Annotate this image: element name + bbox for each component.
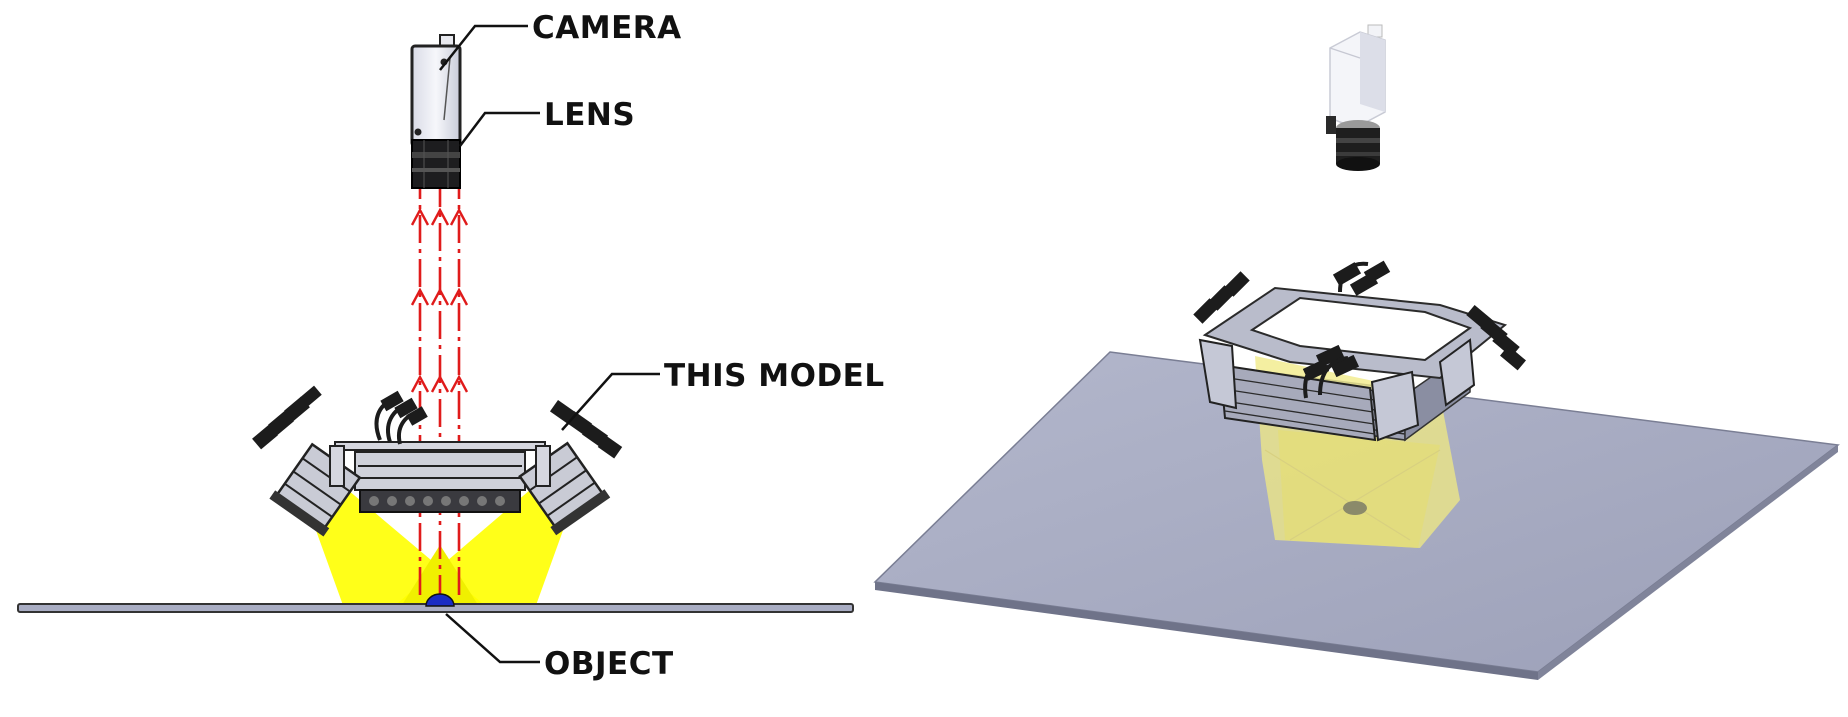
label-lens: LENS xyxy=(544,97,635,133)
fixture-top-bar xyxy=(334,441,546,451)
camera-rays xyxy=(410,188,469,603)
fixture-led-strip xyxy=(359,489,521,513)
fixture-center-housing xyxy=(354,451,526,491)
side-view: CAMERA LENS THIS MODEL OBJECT xyxy=(17,10,885,682)
callout-leaders xyxy=(439,24,660,664)
object-dome xyxy=(425,593,455,607)
leader-object xyxy=(445,613,540,664)
iso-connectors xyxy=(1193,260,1526,399)
fixture-left-connectors xyxy=(252,385,322,450)
isometric-view xyxy=(873,24,1840,680)
lens-body xyxy=(411,139,461,189)
label-object: OBJECT xyxy=(544,646,674,682)
light-fixture-side xyxy=(252,385,623,537)
iso-camera xyxy=(1326,24,1386,171)
iso-base-plate-edge xyxy=(875,582,1538,680)
leader-model xyxy=(561,372,660,431)
camera-side xyxy=(410,34,462,189)
fixture-left-bracket xyxy=(329,445,345,487)
iso-object xyxy=(1343,501,1367,515)
iso-base-plate-edge-right xyxy=(1538,445,1838,680)
iso-fixture-frame xyxy=(1198,286,1508,442)
label-camera: CAMERA xyxy=(532,10,682,46)
fixture-right-bracket xyxy=(535,445,551,487)
leader-lens xyxy=(459,111,540,147)
leader-camera xyxy=(439,24,528,71)
label-this-model: THIS MODEL xyxy=(664,358,885,394)
fixture-cables xyxy=(374,390,428,445)
